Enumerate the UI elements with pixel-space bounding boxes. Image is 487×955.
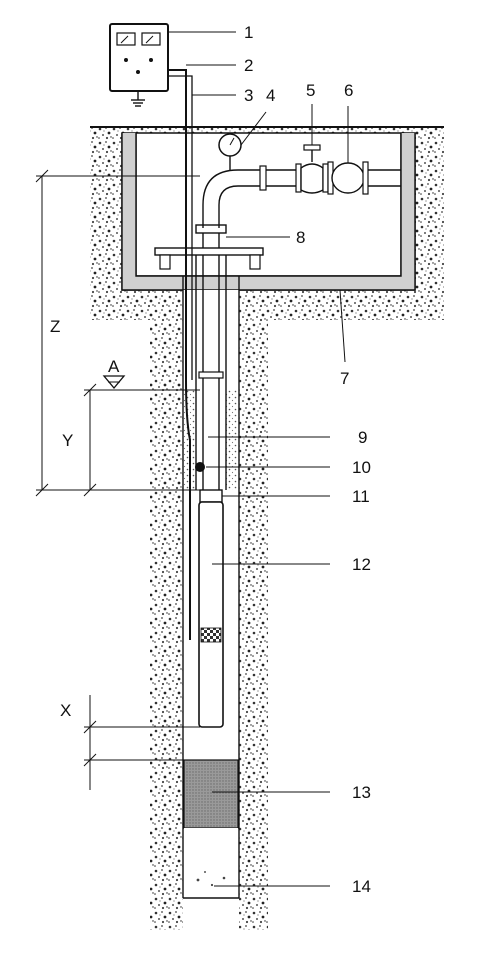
- callout-6: 6: [344, 81, 353, 100]
- callout-labels: 1 2 3 4 5 6 7 8 9 10 11 12 13 14: [244, 23, 371, 896]
- callout-10: 10: [352, 458, 371, 477]
- dimension-x-label: X: [60, 701, 71, 720]
- callout-12: 12: [352, 555, 371, 574]
- gate-valve: [295, 144, 329, 194]
- dimension-labels: Z Y X A: [50, 317, 120, 720]
- callout-8: 8: [296, 228, 305, 247]
- dimension-y-label: Y: [62, 431, 73, 450]
- callout-3: 3: [244, 86, 253, 105]
- callout-1: 1: [244, 23, 253, 42]
- callout-11: 11: [352, 487, 370, 506]
- dimension-z-label: Z: [50, 317, 60, 336]
- well-screen: [183, 759, 239, 829]
- pump-coupling: [199, 489, 223, 503]
- dimension-lines: [35, 169, 200, 790]
- callout-2: 2: [244, 56, 253, 75]
- level-sensor: [195, 462, 205, 472]
- riser-pipe: [198, 230, 224, 490]
- callout-13: 13: [352, 783, 371, 802]
- well-head-plate: [154, 224, 264, 270]
- callout-7: 7: [340, 369, 349, 388]
- soil-ground: [90, 126, 444, 930]
- callout-5: 5: [306, 81, 315, 100]
- submersible-pump: [198, 501, 224, 728]
- callout-4: 4: [266, 86, 275, 105]
- check-valve: [327, 161, 369, 195]
- well-casing: [195, 255, 227, 490]
- discharge-pipe: [202, 165, 401, 228]
- power-cable: [168, 69, 193, 640]
- leader-lines: [168, 31, 349, 887]
- control-box: [109, 23, 169, 107]
- callout-9: 9: [358, 428, 367, 447]
- water-level-a-label: A: [108, 357, 120, 376]
- callout-14: 14: [352, 877, 371, 896]
- well-sump: [183, 828, 239, 899]
